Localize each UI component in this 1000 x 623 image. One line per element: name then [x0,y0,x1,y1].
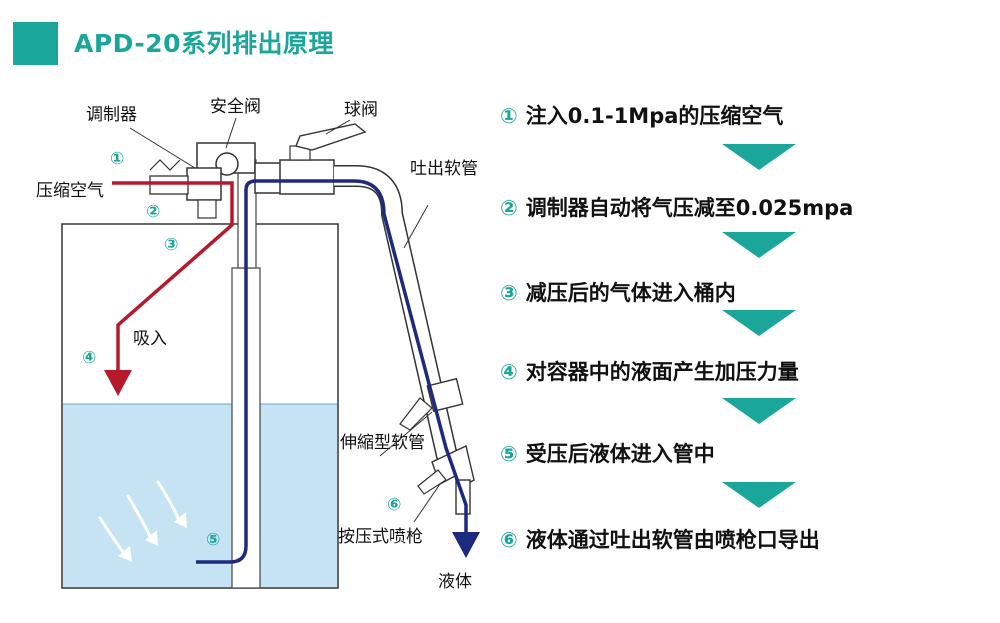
discharge-diagram: 调制器 安全阀 球阀 吐出软管 压缩空气 吸入 伸縮型软管 按压式喷枪 液体 ①… [36,97,480,592]
marker-1: ① [110,149,124,169]
outlet-manifold [254,162,282,194]
liquid-fill [63,404,337,587]
step-4-text: 对容器中的液面产生加压力量 [525,360,799,384]
marker-2: ② [146,202,160,222]
air-inlet-fitting [149,175,189,195]
label-press-gun: 按压式喷枪 [338,527,423,547]
step-2-text: 调制器自动将气压减至0.025mpa [525,196,854,220]
regulator-spring [149,159,181,171]
step-5-number: ⑤ [500,442,518,466]
label-safety-valve: 安全阀 [210,97,261,117]
marker-3: ③ [164,235,178,255]
label-liquid: 液体 [438,572,472,592]
step-3-text: 减压后的气体进入桶内 [525,281,736,305]
step-arrow-5 [722,482,796,508]
label-telescopic-hose: 伸縮型软管 [340,433,425,453]
leader-telescopic-hose [379,411,433,457]
step-arrow-4 [722,398,796,424]
label-ball-valve: 球阀 [344,100,378,120]
page-title: APD-20系列排出原理 [74,29,335,58]
pressure-arrows [98,480,187,562]
air-flow-line [112,181,234,372]
label-discharge-hose: 吐出软管 [410,159,478,179]
label-suction: 吸入 [133,329,167,349]
step-5: ⑤ 受压后液体进入管中 [500,438,715,468]
marker-5: ⑤ [206,530,220,550]
liquid-flow-line [196,179,468,564]
discharge-hose-inner [334,166,462,481]
step-5-text: 受压后液体进入管中 [525,442,715,466]
step-1: ① 注入0.1-1Mpa的压缩空气 [500,100,783,130]
step-2: ② 调制器自动将气压减至0.025mpa [500,192,853,222]
step-1-text: 注入0.1-1Mpa的压缩空气 [525,104,784,128]
marker-4: ④ [82,348,96,368]
step-6: ⑥ 液体通过吐出软管由喷枪口导出 [500,524,820,554]
step-4-number: ④ [500,360,518,384]
step-3-number: ③ [500,281,518,305]
press-gun-trigger [417,469,447,495]
title-accent-bar [13,22,58,65]
step-3: ③ 减压后的气体进入桶内 [500,277,736,307]
marker-6: ⑥ [387,495,401,515]
step-arrow-2 [722,232,796,258]
step-arrow-3 [722,310,796,336]
regulator-stem [197,199,217,219]
ball-valve-handle [295,123,367,151]
leader-safety-valve [225,117,237,149]
step-6-text: 液体通过吐出软管由喷枪口导出 [525,528,820,552]
step-6-number: ⑥ [500,528,518,552]
label-compressed-air: 压缩空气 [36,181,104,201]
ball-valve-body [279,159,335,195]
air-flow-arrowhead [104,370,132,396]
step-4: ④ 对容器中的液面产生加压力量 [500,356,799,386]
step-2-number: ② [500,196,518,220]
telescopic-hose-fitting [426,377,464,413]
step-arrow-1 [722,144,796,170]
label-regulator: 调制器 [86,105,137,125]
liquid-flow-arrowhead [452,532,480,558]
step-1-number: ① [500,104,518,128]
leader-regulator [129,127,196,169]
leader-discharge-hose [403,204,429,249]
leader-press-gun [413,483,441,523]
leader-ball-valve [325,119,351,135]
